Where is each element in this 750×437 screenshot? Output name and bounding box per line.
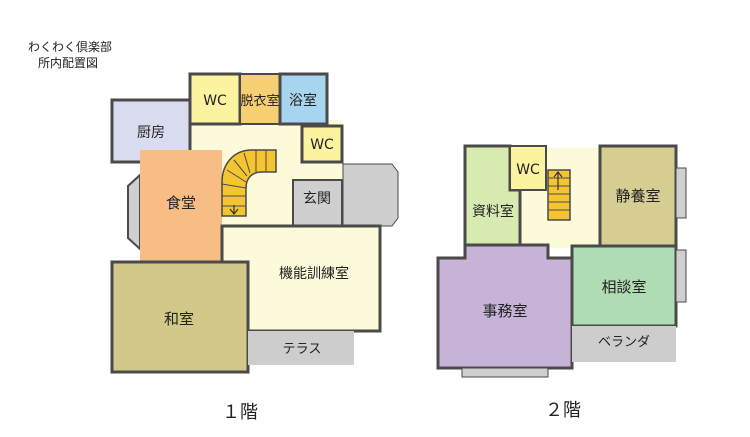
terrace [248,331,354,365]
room-bath [278,72,329,126]
dining-bay-window [127,172,141,252]
room-japanese [110,260,250,374]
label-japanese: 和室 [164,310,194,328]
label-entrance: 玄関 [303,190,331,207]
label-changing: 脱衣室 [240,93,279,109]
floor-1-plan [110,72,399,374]
room-rest [598,144,678,248]
label-wc-small: WC [310,137,334,153]
label-kitchen: 厨房 [137,125,165,141]
room-wc-top [188,72,242,126]
room-wc-small [300,124,344,164]
label-terrace: テラス [283,342,322,357]
label-wc-top: WC [203,93,227,109]
room-wc-floor2 [509,145,547,191]
stairs-curve [221,149,277,217]
floor-2-label: ２階 [545,400,581,421]
veranda [572,326,676,362]
stairs-floor2 [547,169,571,221]
label-training: 機能訓練室 [279,265,349,282]
label-office: 事務室 [482,302,527,320]
room-changing [239,73,281,125]
label-wc-floor2: WC [516,162,540,178]
consult-bay-window [675,249,687,303]
label-dining: 食堂 [166,194,196,212]
facility-name: わくわく倶楽部 [28,40,113,54]
stairs-run [547,169,571,221]
label-archive: 資料室 [472,203,514,220]
floor-1-label: １階 [222,402,258,423]
office-bay-window [461,367,549,378]
label-veranda: ベランダ [598,335,650,350]
entrance-porch [342,163,399,227]
rest-bay-window [675,167,687,219]
stairs-floor1 [221,149,277,217]
room-dining [140,150,222,262]
label-consult: 相談室 [601,278,646,296]
room-consult [570,244,678,328]
floor-map-caption: 所内配置図 [38,56,99,70]
label-rest: 静養室 [615,187,660,205]
floor-2-plan [436,144,687,378]
label-bath: 浴室 [289,92,317,109]
